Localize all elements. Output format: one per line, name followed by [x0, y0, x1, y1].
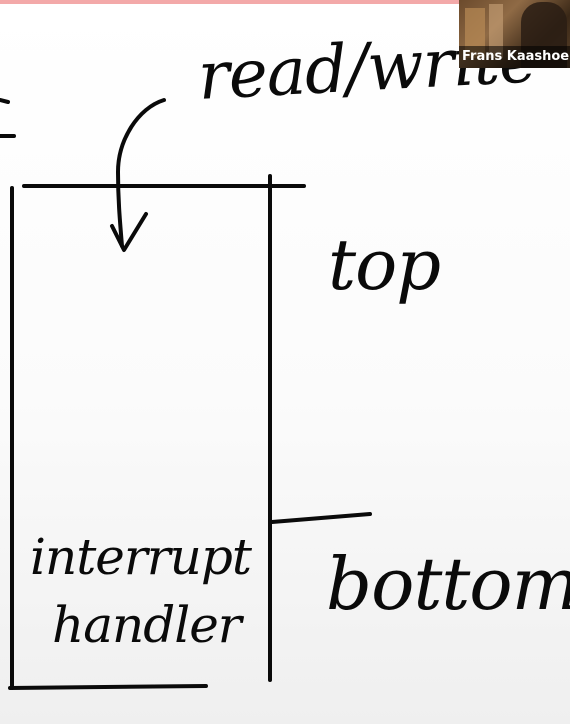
bottom-divider — [270, 512, 372, 524]
left-edge-mark — [0, 98, 10, 104]
participant-name: Frans Kaashoek — [459, 46, 570, 68]
arrow-head — [110, 212, 148, 252]
interrupt-label: interrupt — [30, 528, 252, 586]
bottom-label: bottom — [326, 542, 570, 626]
arrow-curve — [116, 98, 166, 248]
handler-label: handler — [52, 596, 242, 654]
top-label: top — [328, 224, 441, 306]
webcam-background-shelf — [465, 8, 485, 58]
webcam-thumbnail[interactable]: Frans Kaashoek — [459, 0, 570, 68]
whiteboard-canvas — [0, 4, 570, 724]
stack-bottom-edge — [8, 684, 208, 690]
webcam-background-shelf-2 — [489, 4, 503, 58]
window-top-border — [0, 0, 570, 4]
